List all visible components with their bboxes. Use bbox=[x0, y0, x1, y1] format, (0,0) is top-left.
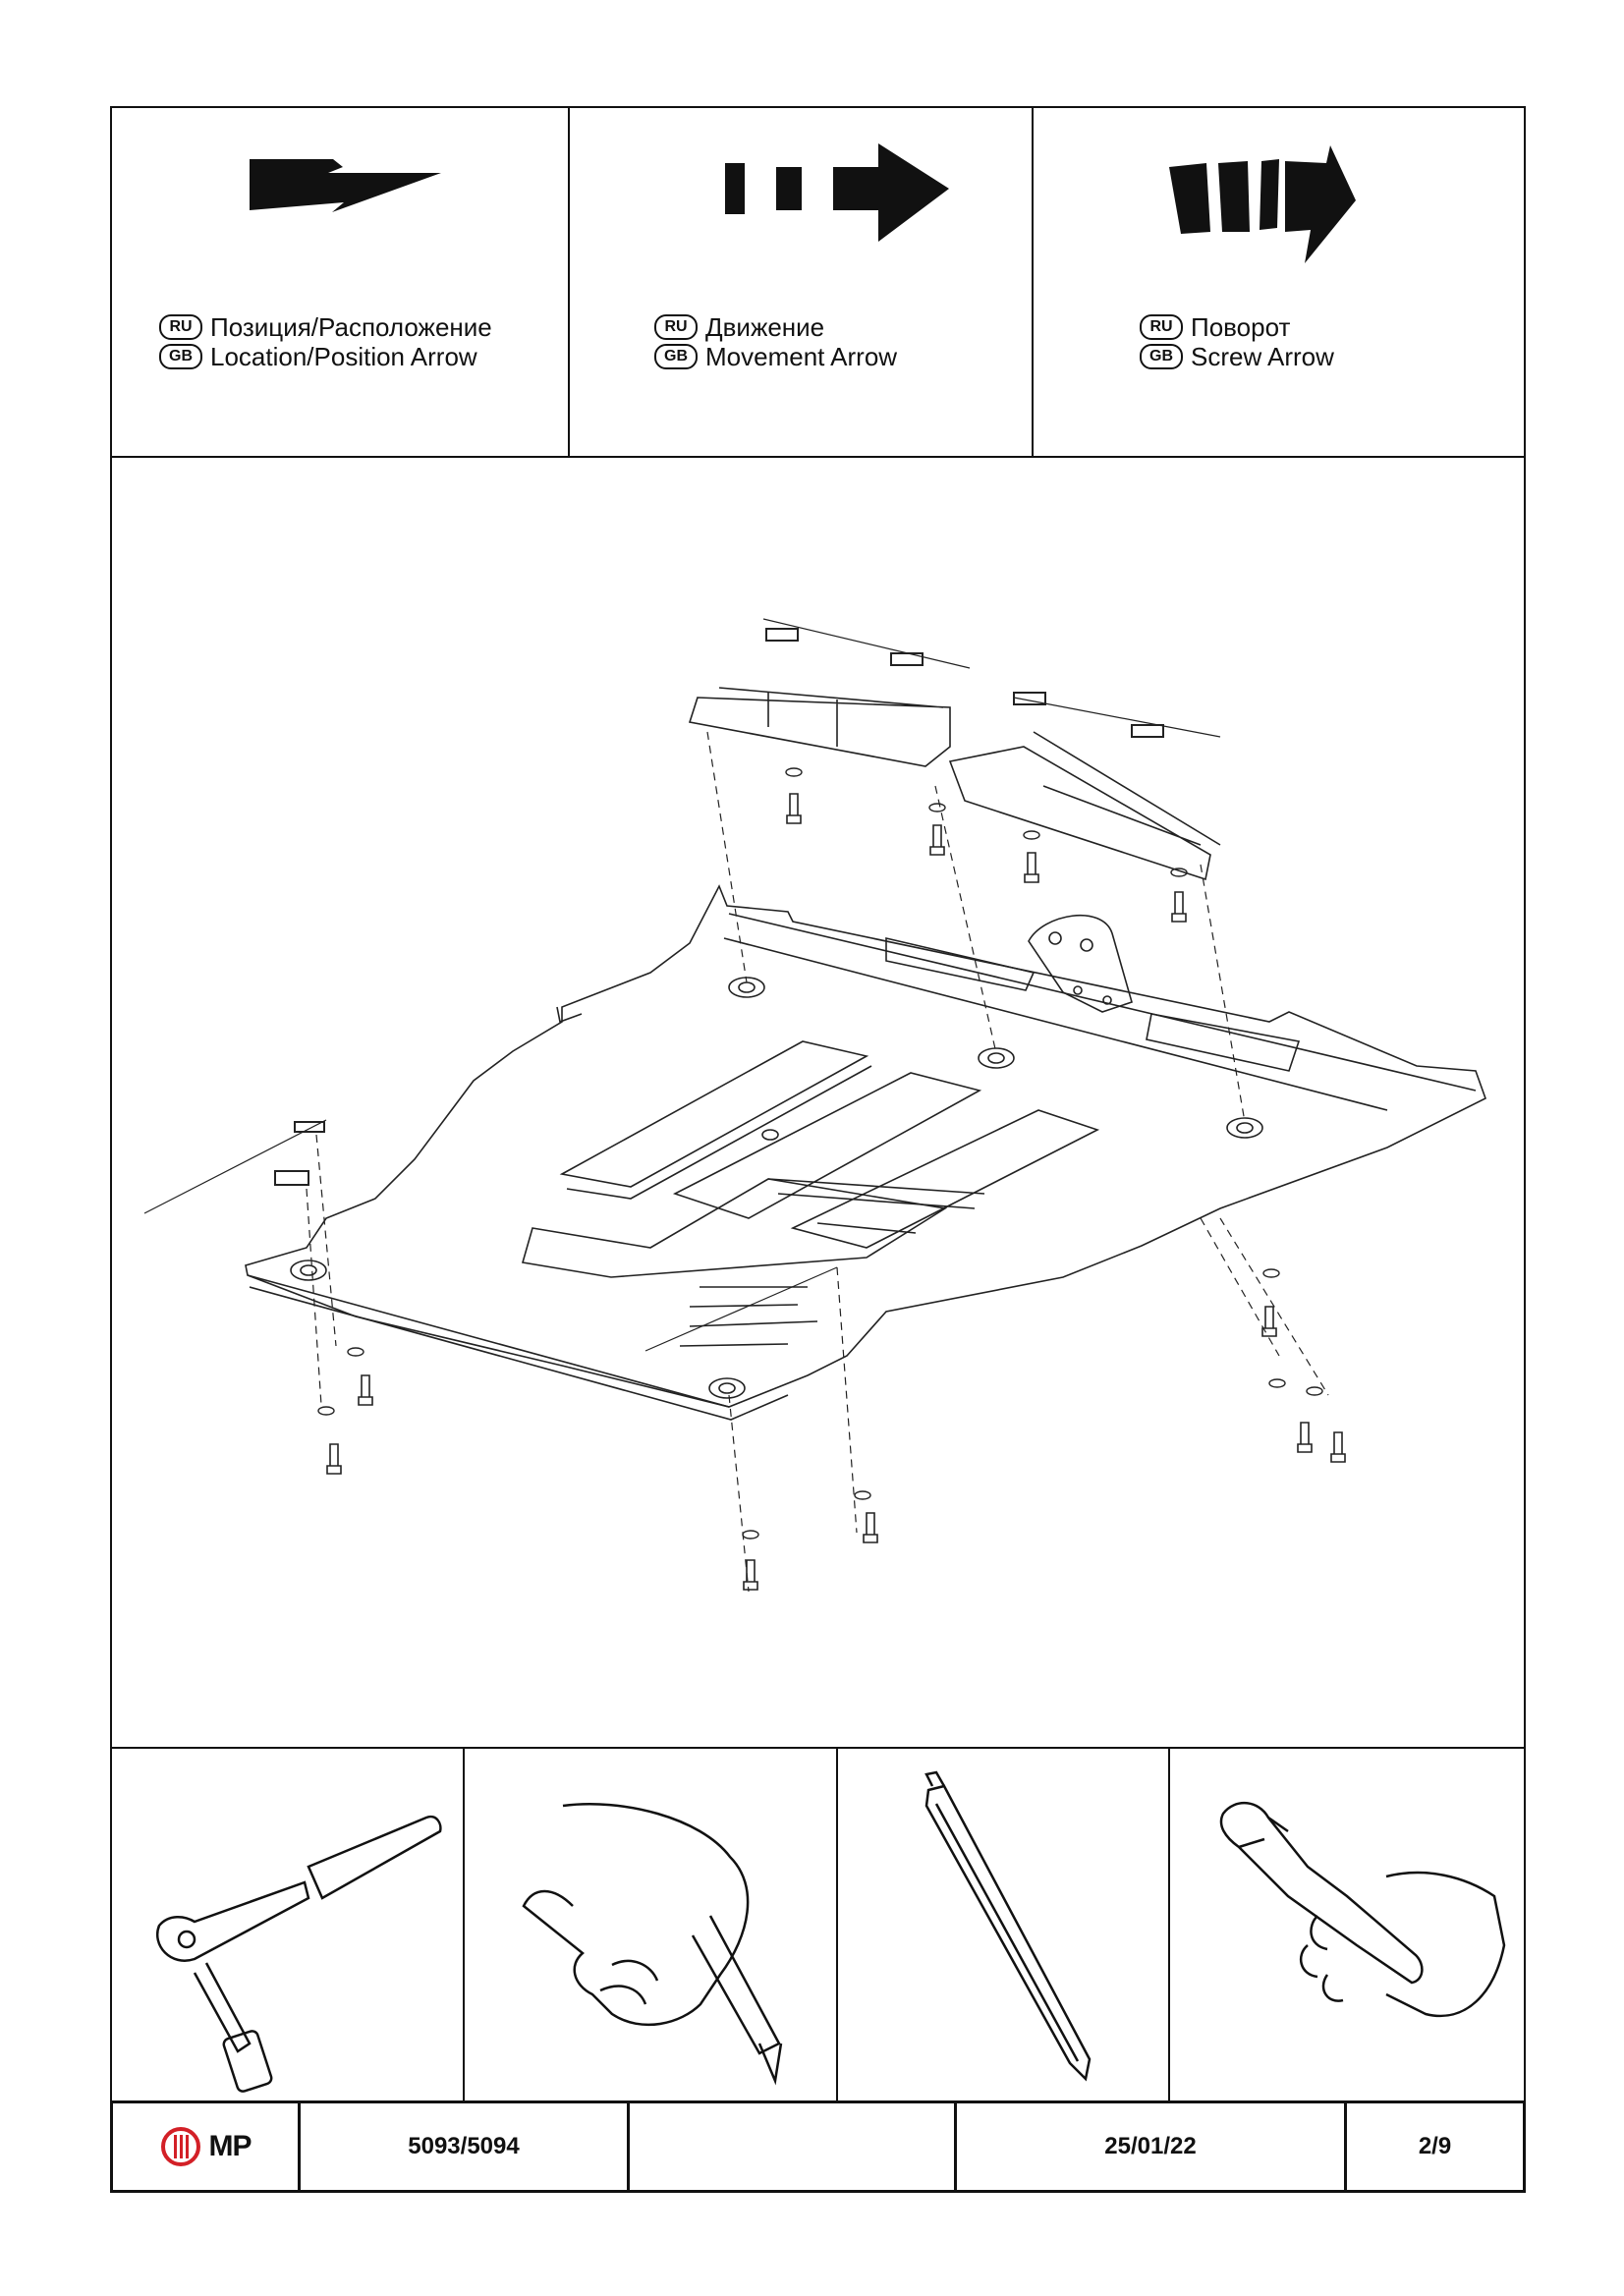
utility-knife-icon bbox=[522, 1803, 783, 2086]
legend-location-gb: Location/Position Arrow bbox=[210, 342, 477, 371]
part-number: 5093/5094 bbox=[298, 2103, 627, 2190]
ru-badge: RU bbox=[1140, 314, 1183, 340]
title-block: MP 5093/5094 25/01/22 2/9 bbox=[110, 2100, 1526, 2193]
tools-row bbox=[110, 1747, 1526, 2102]
logo-cell: MP bbox=[113, 2103, 298, 2190]
skid-plate-outline bbox=[245, 884, 1486, 1408]
ratchet-wrench-icon bbox=[156, 1815, 442, 2093]
tool-cell-knife bbox=[463, 1749, 836, 2100]
legend-movement-ru: Движение bbox=[705, 312, 825, 342]
movement-arrow-icon bbox=[725, 143, 949, 242]
gb-badge: GB bbox=[1140, 344, 1183, 369]
trim-removal-tool-icon bbox=[924, 1770, 1092, 2082]
legend-screw-cell: RU Поворот GB Screw Arrow bbox=[1032, 108, 1524, 456]
page-number: 2/9 bbox=[1344, 2103, 1523, 2190]
ru-badge: RU bbox=[159, 314, 202, 340]
tool-cell-ratchet bbox=[112, 1749, 463, 2100]
tool-cell-pliers bbox=[1168, 1749, 1526, 2100]
gb-badge: GB bbox=[654, 344, 698, 369]
gb-badge: GB bbox=[159, 344, 202, 369]
center-bracket bbox=[1028, 914, 1133, 1013]
logo-text: MP bbox=[208, 2130, 252, 2162]
screw-arrow-icon bbox=[1169, 145, 1356, 263]
blank-cell bbox=[627, 2103, 954, 2190]
skid-plate-diagram bbox=[143, 618, 1486, 1593]
exploded-assembly-drawing bbox=[110, 456, 1526, 1749]
arrow-legend: RU Позиция/Расположение GB Location/Positi… bbox=[110, 106, 1526, 458]
location-arrow-icon bbox=[250, 159, 441, 212]
legend-location-ru: Позиция/Расположение bbox=[210, 312, 492, 342]
tool-cell-trim-tool bbox=[836, 1749, 1168, 2100]
side-cutter-pliers-icon bbox=[1219, 1801, 1506, 2018]
legend-screw-gb: Screw Arrow bbox=[1191, 342, 1334, 371]
ru-badge: RU bbox=[654, 314, 698, 340]
legend-location-cell: RU Позиция/Расположение GB Location/Positi… bbox=[112, 108, 568, 456]
mp-logo-icon bbox=[160, 2127, 200, 2166]
legend-movement-gb: Movement Arrow bbox=[705, 342, 898, 371]
legend-screw-ru: Поворот bbox=[1191, 312, 1291, 342]
legend-movement-cell: RU Движение GB Movement Arrow bbox=[568, 108, 1032, 456]
bracket-right bbox=[948, 731, 1221, 881]
drawing-date: 25/01/22 bbox=[954, 2103, 1344, 2190]
bracket-left bbox=[688, 687, 951, 767]
